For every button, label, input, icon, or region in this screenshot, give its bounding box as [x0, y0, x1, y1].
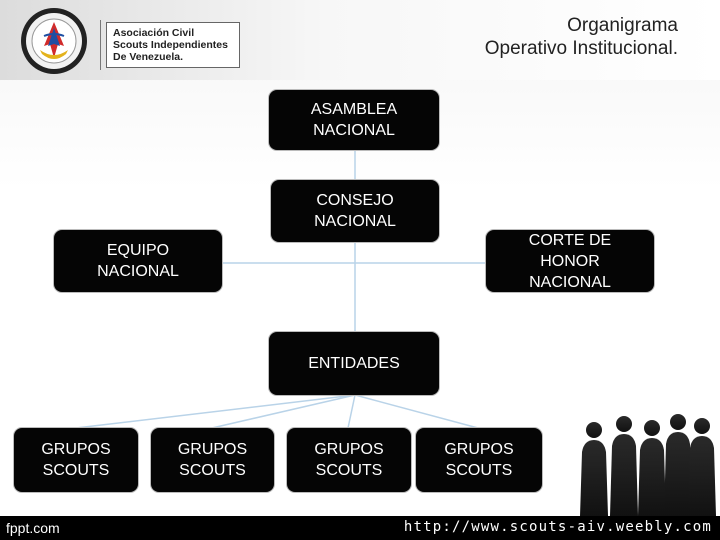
footer-url-link[interactable]: http://www.scouts-aiv.weebly.com: [403, 519, 712, 535]
node-label: NACIONAL: [314, 213, 396, 230]
scout-emblem-logo: [21, 8, 87, 74]
node-grupos-scouts-4: GRUPOS SCOUTS: [416, 428, 542, 492]
node-label: SCOUTS: [315, 462, 383, 479]
org-line: De Venezuela.: [113, 51, 184, 63]
node-label: GRUPOS: [177, 441, 248, 458]
node-label: GRUPOS: [41, 441, 111, 458]
header-divider: [100, 20, 101, 70]
business-people-silhouettes: [580, 414, 716, 516]
node-asamblea-nacional: ASAMBLEA NACIONAL: [269, 90, 439, 150]
org-line: Asociación Civil: [113, 27, 195, 39]
title-line: Operativo Institucional.: [484, 38, 678, 59]
org-line: Scouts Independientes: [113, 39, 228, 51]
connector-line: [75, 394, 356, 429]
organization-name-box: Asociación Civil Scouts Independientes D…: [106, 22, 240, 68]
node-grupos-scouts-3: GRUPOS SCOUTS: [287, 428, 411, 492]
connector-line: [211, 394, 356, 429]
node-consejo-nacional: CONSEJO NACIONAL: [271, 180, 439, 242]
footer-bar: fppt.com http://www.scouts-aiv.weebly.co…: [0, 516, 720, 540]
node-label: NACIONAL: [529, 273, 611, 291]
node-corte-de-honor-nacional: CORTE DE HONOR NACIONAL: [486, 230, 654, 292]
node-label: ENTIDADES: [308, 355, 400, 372]
node-entidades: ENTIDADES: [269, 332, 439, 395]
node-grupos-scouts-1: GRUPOS SCOUTS: [14, 428, 138, 492]
title-line: Organigrama: [567, 15, 678, 36]
footer-brand: fppt.com: [6, 520, 60, 536]
page-title: Organigrama Operativo Institucional.: [485, 14, 678, 60]
node-label: NACIONAL: [97, 263, 179, 280]
node-label: SCOUTS: [445, 462, 513, 479]
node-label: SCOUTS: [42, 462, 110, 479]
node-equipo-nacional: EQUIPO NACIONAL: [54, 230, 222, 292]
node-label: NACIONAL: [313, 122, 395, 139]
connector-line: [347, 394, 356, 429]
node-label: SCOUTS: [179, 462, 246, 479]
node-label: GRUPOS: [444, 441, 514, 458]
node-label: HONOR: [540, 252, 600, 270]
node-label: EQUIPO: [106, 242, 170, 259]
node-label: CONSEJO: [316, 192, 394, 209]
node-label: GRUPOS: [314, 441, 384, 458]
node-label: ASAMBLEA: [310, 101, 398, 118]
node-label: CORTE DE: [528, 231, 612, 249]
connector-line: [354, 394, 479, 429]
node-grupos-scouts-2: GRUPOS SCOUTS: [151, 428, 274, 492]
